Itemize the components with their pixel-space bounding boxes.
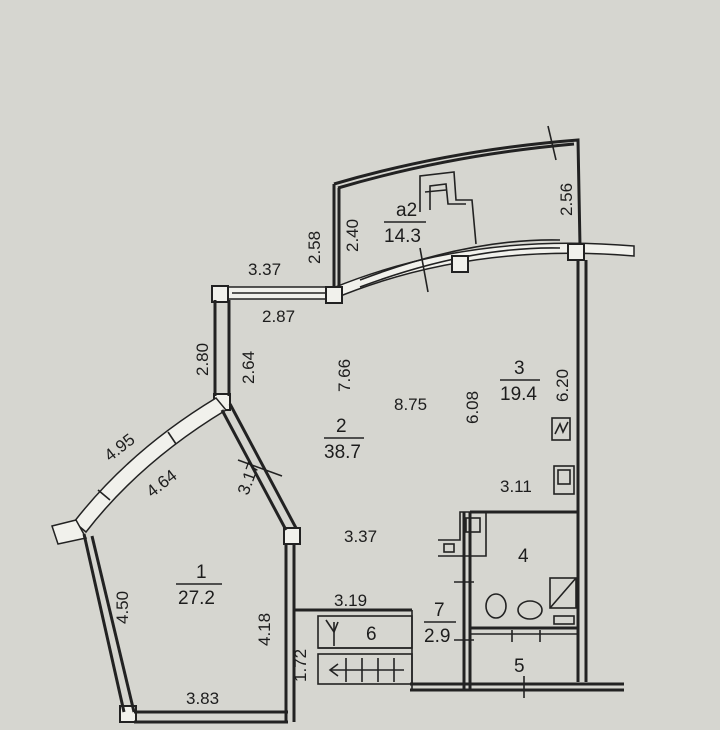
dim-6-20: 6.20 (553, 369, 572, 402)
room-6-number: 6 (366, 624, 377, 645)
top-window-2-87 (224, 286, 336, 300)
dim-2-87: 2.87 (262, 307, 295, 326)
room-7-area: 2.9 (424, 626, 450, 647)
room-1-number: 1 (196, 562, 207, 583)
room-a2-area: 14.3 (384, 226, 421, 247)
dim-3-11: 3.11 (500, 477, 532, 496)
dim-2-64: 2.64 (239, 351, 258, 384)
room-2-number: 2 (336, 416, 347, 437)
room-5-number: 5 (514, 656, 525, 677)
dim-6-08: 6.08 (463, 391, 482, 424)
room-7-number: 7 (434, 600, 445, 621)
dim-1-72: 1.72 (291, 649, 310, 682)
curved-window-wall (332, 239, 635, 301)
room-1-area: 27.2 (178, 588, 215, 609)
dim-2-58: 2.58 (305, 231, 324, 264)
dim-4-18: 4.18 (255, 613, 274, 646)
dim-3-37-mid: 3.37 (344, 527, 377, 546)
room-3-area: 19.4 (500, 384, 537, 405)
room-4-number: 4 (518, 546, 529, 567)
mezzanine-a2-walls (332, 125, 582, 290)
dim-2-80: 2.80 (193, 343, 212, 376)
dim-2-56: 2.56 (557, 183, 576, 216)
dim-2-40: 2.40 (343, 219, 362, 252)
dim-4-50: 4.50 (113, 591, 132, 624)
dim-8-75: 8.75 (394, 395, 427, 414)
dim-3-83: 3.83 (186, 689, 219, 708)
room-labels: a2 14.3 2 38.7 3 19.4 1 27.2 4 5 6 7 2.9 (176, 200, 540, 677)
dim-3-19: 3.19 (334, 591, 367, 610)
room-a2-number: a2 (396, 200, 417, 221)
outer-walls (51, 260, 624, 724)
room-3-number: 3 (514, 358, 525, 379)
dim-7-66: 7.66 (335, 359, 354, 392)
room-2-area: 38.7 (324, 442, 361, 463)
service-block-walls (294, 417, 578, 690)
dim-3-37-top: 3.37 (248, 260, 281, 279)
